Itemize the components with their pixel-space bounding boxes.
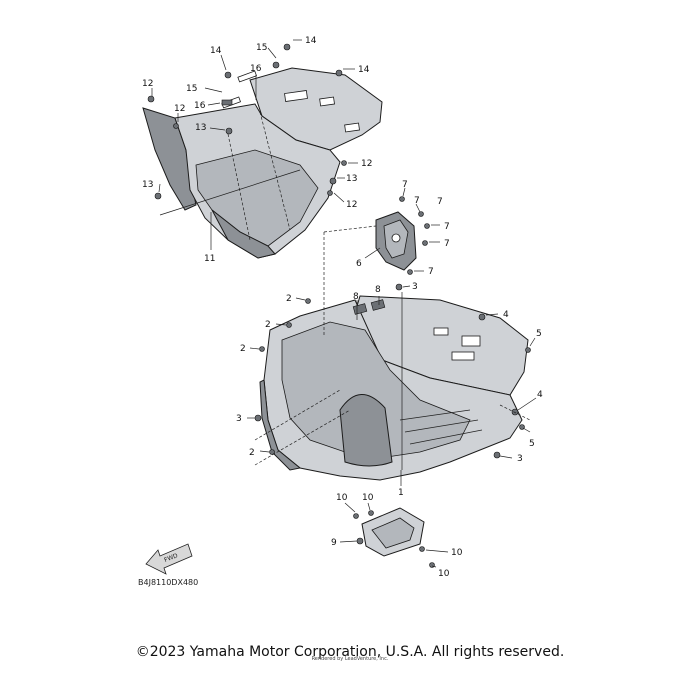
callout-8: 8 <box>353 292 359 302</box>
fwd-label: FWD <box>163 552 179 564</box>
callout-12: 12 <box>346 200 357 210</box>
callout-2: 2 <box>240 344 246 354</box>
callout-6: 6 <box>356 259 362 269</box>
callout-4: 4 <box>537 390 543 400</box>
callout-14: 14 <box>305 36 317 46</box>
callout-5: 5 <box>536 329 542 339</box>
callout-3: 3 <box>517 454 523 464</box>
callout-1: 1 <box>398 488 404 498</box>
callout-12: 12 <box>142 79 153 89</box>
callout-7: 7 <box>414 196 420 206</box>
callout-4: 4 <box>503 310 509 320</box>
callout-2: 2 <box>265 320 271 330</box>
callout-15: 15 <box>256 43 267 53</box>
leader-lines <box>151 39 537 568</box>
callout-5: 5 <box>529 439 535 449</box>
callout-3: 3 <box>412 282 418 292</box>
callout-7: 7 <box>444 239 450 249</box>
callout-12: 12 <box>174 104 185 114</box>
callout-8: 8 <box>375 285 381 295</box>
small-cover-plate <box>361 507 425 557</box>
forward-arrow-icon: FWD <box>145 543 193 575</box>
callout-7: 7 <box>444 222 450 232</box>
lower-floor-tray <box>259 295 529 481</box>
callout-12: 12 <box>361 159 372 169</box>
fasteners <box>147 43 531 568</box>
callout-13: 13 <box>195 123 206 133</box>
callout-2: 2 <box>249 448 255 458</box>
upper-floor-panel <box>142 67 383 259</box>
callout-7: 7 <box>437 197 443 207</box>
callout-numbers: 14 15 14 14 16 15 16 12 12 13 13 12 13 1… <box>142 36 543 579</box>
callout-7: 7 <box>402 180 408 190</box>
callout-9: 9 <box>331 538 337 548</box>
callout-15: 15 <box>186 84 197 94</box>
render-credit: Rendered by LeadVenture, Inc. <box>311 656 389 662</box>
callout-13: 13 <box>142 180 153 190</box>
callout-16: 16 <box>250 64 262 74</box>
callout-14: 14 <box>210 46 222 56</box>
callout-11: 11 <box>204 254 215 264</box>
callout-3: 3 <box>236 414 242 424</box>
callout-10: 10 <box>362 493 374 503</box>
callout-16: 16 <box>194 101 206 111</box>
bracket-assembly <box>375 211 417 271</box>
callout-13: 13 <box>346 174 357 184</box>
callout-10: 10 <box>451 548 463 558</box>
callout-14: 14 <box>358 65 370 75</box>
callout-7: 7 <box>428 267 434 277</box>
diagram-code: B4J8110DX480 <box>138 578 198 587</box>
callout-10: 10 <box>336 493 348 503</box>
copyright-notice: ©2023 Yamaha Motor Corporation, U.S.A. A… <box>135 644 565 660</box>
callout-2: 2 <box>286 294 292 304</box>
callout-10: 10 <box>438 569 450 579</box>
